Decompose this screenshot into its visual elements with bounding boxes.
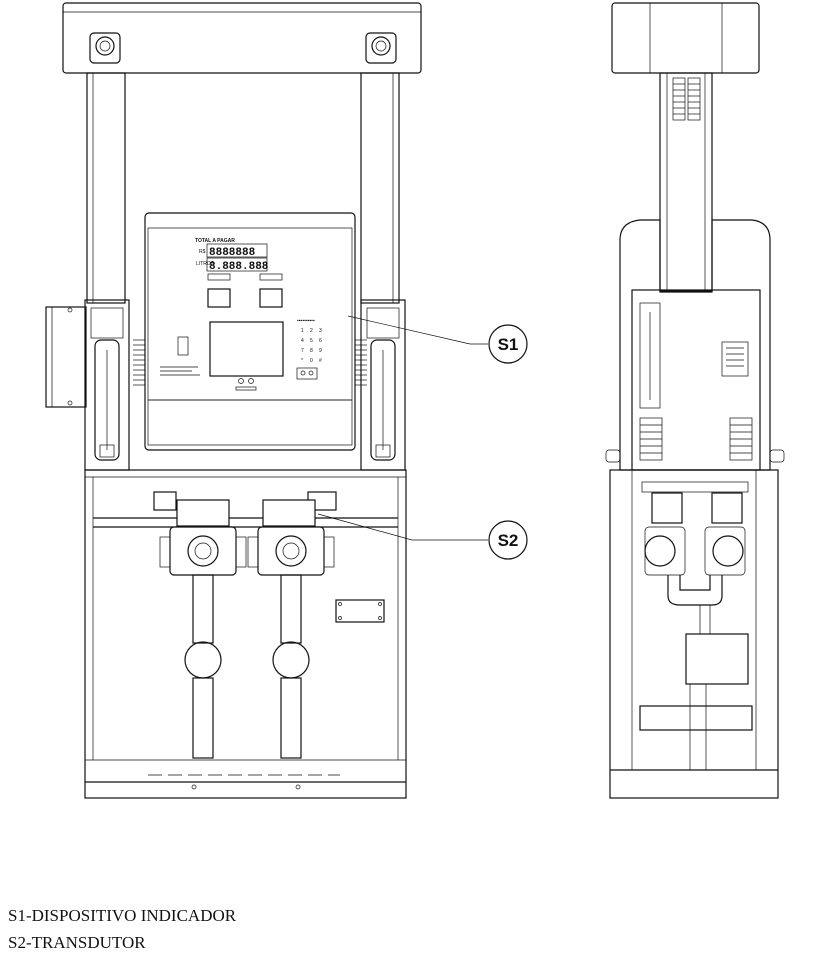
callout-s2: S2 <box>317 513 528 560</box>
fuel-dispenser-technical-drawing: TOTAL A PAGAR R$ 8888888 LITROS 8.888.88… <box>45 2 785 799</box>
svg-text:▪▪▪▪▪▪▪▪▪▪: ▪▪▪▪▪▪▪▪▪▪ <box>297 318 315 324</box>
right-nozzle-housing <box>360 299 406 471</box>
dispenser-screen <box>209 321 284 377</box>
callout-s2-label: S2 <box>498 531 519 550</box>
key-2: 2 <box>310 328 313 334</box>
key-4: 4 <box>301 338 304 344</box>
key-0: 0 <box>310 358 313 364</box>
key-8: 8 <box>310 348 313 354</box>
right-lifting-lug <box>365 32 397 64</box>
amount-digits: 8888888 <box>209 247 256 259</box>
front-view: TOTAL A PAGAR R$ 8888888 LITROS 8.888.88… <box>45 2 422 799</box>
display-title: TOTAL A PAGAR <box>195 238 235 244</box>
left-meter <box>153 491 247 759</box>
left-lifting-lug <box>89 32 121 64</box>
legend-item-s2: S2-TRANSDUTOR <box>8 933 146 952</box>
legend-item-s1: S1-DISPOSITIVO INDICADOR <box>8 906 237 925</box>
key-5: 5 <box>310 338 313 344</box>
key-hash: # <box>319 358 322 364</box>
key-7: 7 <box>301 348 304 354</box>
key-star: * <box>301 358 303 364</box>
side-view <box>605 2 785 799</box>
callout-s1-label: S1 <box>498 335 519 354</box>
hydraulic-cabinet <box>84 469 407 799</box>
liters-digits: 8.888.888 <box>209 261 269 273</box>
right-meter <box>247 491 337 759</box>
callout-s1: S1 <box>347 315 528 364</box>
keypad: ▪▪▪▪▪▪▪▪▪▪ 1 2 3 4 5 6 7 8 9 * 0 # <box>296 318 322 380</box>
currency-label: R$ <box>199 249 206 255</box>
key-3: 3 <box>319 328 322 334</box>
liters-label: LITROS <box>196 261 215 267</box>
dispenser-head: TOTAL A PAGAR R$ 8888888 LITROS 8.888.88… <box>133 212 367 451</box>
key-9: 9 <box>319 348 322 354</box>
key-1: 1 <box>301 328 304 334</box>
key-6: 6 <box>319 338 322 344</box>
left-nozzle-housing <box>84 299 130 471</box>
